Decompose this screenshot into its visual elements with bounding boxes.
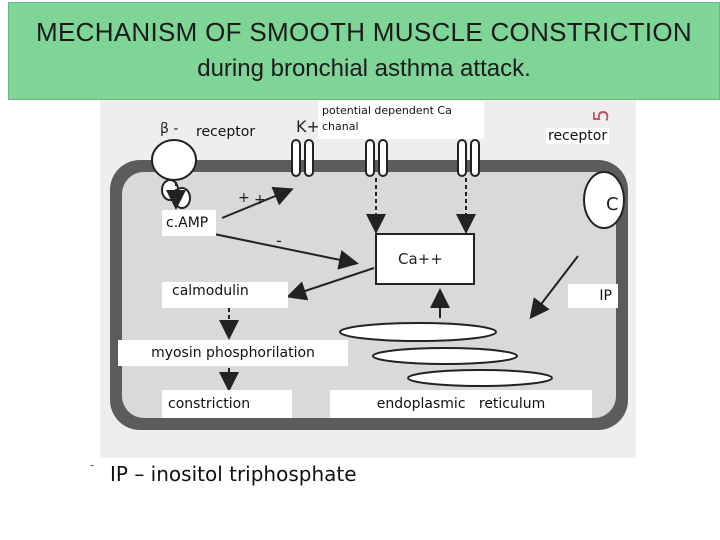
arrow-ip-to-er: [529, 255, 579, 320]
minus-sign: -: [276, 231, 282, 250]
arrow-camp-to-ca: [213, 233, 359, 270]
footer-note: IP – inositol triphosphate: [110, 462, 357, 486]
endoplasmic-reticulum: [339, 322, 553, 387]
arrows: [166, 178, 579, 392]
k-channel: [291, 139, 314, 177]
side-letters: 5: [589, 109, 613, 122]
channel-label: potential dependent Ca chanal: [318, 101, 484, 139]
arrow-camp-to-k: [221, 186, 294, 219]
myosin-label: myosin phosphorilation: [118, 340, 348, 366]
title-banner: MECHANISM OF SMOOTH MUSCLE CONSTRICTION …: [8, 2, 720, 100]
plus-sign-1: +: [238, 190, 250, 206]
arrow-ca-to-calmodulin: [286, 267, 375, 301]
ca-label: Ca++: [398, 250, 443, 268]
ca-channel-2: [457, 139, 480, 177]
ca-box: [375, 233, 475, 285]
title-line-1: MECHANISM OF SMOOTH MUSCLE CONSTRICTION: [36, 17, 692, 47]
right-receptor: [583, 171, 625, 229]
k-label: K+: [296, 117, 320, 136]
camp-label: c.AMP: [162, 210, 216, 236]
ca-channel-1: [365, 139, 388, 177]
title-line-2: during bronchial asthma attack.: [197, 55, 531, 82]
plus-sign-2: +: [254, 192, 266, 208]
constriction-label: constriction: [162, 390, 292, 418]
receptor-left-label: receptor: [196, 124, 256, 140]
er-label: endoplasmic reticulum: [330, 390, 592, 418]
receptor-right-label: receptor: [546, 128, 610, 144]
footer-dash: -: [90, 458, 95, 472]
ip-label: IP: [568, 284, 618, 308]
calmodulin-label: calmodulin: [162, 282, 288, 308]
side-c: C: [606, 194, 619, 215]
beta-label: β -: [160, 121, 178, 137]
